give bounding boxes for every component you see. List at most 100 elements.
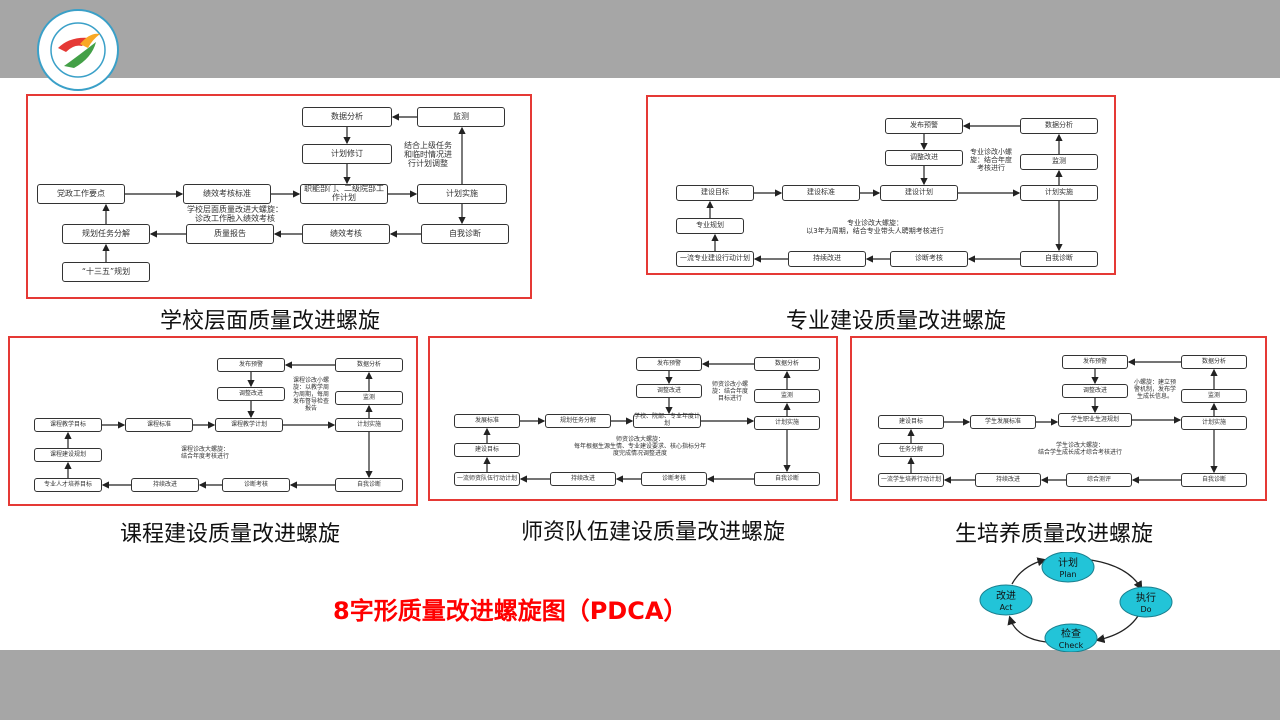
major-box-data-analysis: 数据分析 [1020, 118, 1098, 134]
student-box-action-plan: 一流学生培养行动计划 [878, 473, 944, 487]
school-box-perf-standard: 绩效考核标准 [183, 184, 271, 204]
school-box-five-year: “十三五”规划 [62, 262, 150, 282]
course-box-self-diag: 自我诊断 [335, 478, 403, 492]
course-spiral-caption: 课程建设质量改进螺旋 [120, 522, 341, 547]
major-box-self-diag: 自我诊断 [1020, 251, 1098, 267]
major-spiral-caption: 专业建设质量改进螺旋 [786, 309, 1007, 334]
teacher-box-warning: 发布预警 [636, 357, 702, 371]
major-note-big: 专业诊改大螺旋： 以3年为周期，结合专业带头人聘期考核进行 [806, 219, 944, 236]
course-box-adjust: 调整改进 [217, 387, 285, 401]
pdca-do-cn: 执行 [1136, 591, 1156, 604]
pdca-arrow-do-check [1095, 615, 1139, 644]
school-box-task-decomp: 规划任务分解 [62, 224, 150, 244]
teacher-note-big: 师资诊改大螺旋： 每年根据生源生情、专业建设要求、核心指标分年 度完成情况调整进… [573, 436, 706, 457]
pdca-arrow-check-act [1007, 615, 1047, 643]
school-box-perf-review: 绩效考核 [302, 224, 390, 244]
course-note-big: 课程诊改大螺旋： 结合年度考核进行 [180, 446, 229, 460]
student-box-improve: 持续改进 [975, 473, 1041, 487]
student-box-plan-impl: 计划实施 [1181, 416, 1247, 430]
pdca-check-cn: 检查 [1061, 627, 1081, 640]
student-box-monitor: 监测 [1181, 389, 1247, 403]
teacher-spiral-caption: 师资队伍建设质量改进螺旋 [521, 520, 786, 545]
teacher-box-improve: 持续改进 [550, 472, 616, 486]
student-note-small: 小螺旋：建立预 警机制，发布学 生成长信息。 [1133, 379, 1176, 400]
school-box-dept-plan: 职能部门、二级院部工作计划 [300, 184, 388, 204]
pdca-cycle: 计划 Plan 执行 Do 检查 Check 改进 Act [979, 552, 1173, 652]
student-box-warning: 发布预警 [1062, 355, 1128, 369]
course-box-talent-goal: 专业人才培养目标 [34, 478, 102, 492]
major-box-monitor: 监测 [1020, 154, 1098, 170]
pdca-act-en: Act [1000, 603, 1013, 612]
teacher-box-plan: 学校、院部、专业年度计划 [633, 413, 701, 428]
pdca-do-en: Do [1140, 605, 1151, 614]
student-note-big: 学生诊改大螺旋： 结合学生成长成才综合考核进行 [1037, 442, 1122, 456]
bottom-banner [0, 650, 1280, 720]
major-box-action-plan: 一流专业建设行动计划 [676, 251, 754, 267]
course-box-goal: 课程教学目标 [34, 418, 102, 432]
major-note-small: 专业诊改小螺 旋：结合年度 考核进行 [970, 148, 1012, 173]
major-box-improve: 持续改进 [788, 251, 866, 267]
pdca-plan-cn: 计划 [1058, 556, 1078, 569]
course-box-plan: 课程教学计划 [215, 418, 283, 432]
teacher-box-adjust: 调整改进 [636, 384, 702, 398]
course-box-build-plan: 课程建设规划 [34, 448, 102, 462]
pdca-node-plan: 计划 Plan [1041, 552, 1095, 583]
school-box-data-analysis: 数据分析 [302, 107, 392, 127]
major-box-adjust: 调整改进 [885, 150, 963, 166]
school-box-plan-revise: 计划修订 [302, 144, 392, 164]
main-title: 8字形质量改进螺旋图（PDCA） [333, 597, 688, 625]
course-note-small: 课程诊改小螺 旋：以教学周 为周期，每周 发布督导检查 报告 [292, 377, 329, 412]
top-banner [0, 0, 1280, 78]
school-box-quality-report: 质量报告 [186, 224, 274, 244]
course-box-improve: 持续改进 [131, 478, 199, 492]
teacher-box-action-plan: 一流师资队伍行动计划 [454, 472, 520, 486]
major-box-standard: 建设标准 [782, 185, 860, 201]
student-box-plan: 学生职业生涯规划 [1058, 413, 1132, 427]
student-box-goal: 建设目标 [878, 415, 944, 429]
major-box-plan: 建设计划 [880, 185, 958, 201]
teacher-box-plan-impl: 计划实施 [754, 416, 820, 430]
school-note-big: 学校层面质量改进大螺旋： 诊改工作融入绩效考核 [187, 205, 283, 224]
teacher-box-self-diag: 自我诊断 [754, 472, 820, 486]
major-box-diag-review: 诊断考核 [890, 251, 968, 267]
course-box-plan-impl: 计划实施 [335, 418, 403, 432]
student-box-standard: 学生发展标准 [970, 415, 1036, 429]
student-box-data-analysis: 数据分析 [1181, 355, 1247, 369]
pdca-arrow-act-plan [1011, 557, 1047, 585]
student-box-adjust: 调整改进 [1062, 384, 1128, 398]
student-spiral-caption: 生培养质量改进螺旋 [955, 522, 1154, 547]
teacher-box-task-decomp: 规划任务分解 [545, 414, 611, 428]
major-box-plan-impl: 计划实施 [1020, 185, 1098, 201]
major-box-warning: 发布预警 [885, 118, 963, 134]
pdca-act-cn: 改进 [996, 589, 1016, 602]
course-box-standard: 课程标准 [125, 418, 193, 432]
course-box-warning: 发布预警 [217, 358, 285, 372]
school-logo-icon [37, 9, 119, 91]
pdca-plan-en: Plan [1059, 570, 1076, 579]
student-box-evaluation: 综合测评 [1066, 473, 1132, 487]
teacher-note-small: 师资诊改小螺 旋：结合年度 目标进行 [711, 381, 748, 402]
course-box-monitor: 监测 [335, 391, 403, 405]
pdca-check-en: Check [1059, 641, 1084, 650]
school-box-party-points: 党政工作要点 [37, 184, 125, 204]
pdca-node-do: 执行 Do [1119, 586, 1173, 618]
school-spiral-caption: 学校层面质量改进螺旋 [160, 309, 381, 334]
course-box-diag-review: 诊断考核 [222, 478, 290, 492]
school-box-monitor: 监测 [417, 107, 505, 127]
course-box-data-analysis: 数据分析 [335, 358, 403, 372]
pdca-arrow-plan-do [1090, 559, 1143, 591]
pdca-node-check: 检查 Check [1044, 623, 1098, 652]
major-box-goal: 建设目标 [676, 185, 754, 201]
major-box-major-plan: 专业规划 [676, 218, 744, 234]
teacher-box-goal: 建设目标 [454, 443, 520, 457]
student-box-self-diag: 自我诊断 [1181, 473, 1247, 487]
teacher-box-monitor: 监测 [754, 389, 820, 403]
school-note-small: 结合上级任务 和临时情况进 行计划调整 [404, 141, 452, 169]
teacher-box-data-analysis: 数据分析 [754, 357, 820, 371]
student-box-task-decomp: 任务分解 [878, 443, 944, 457]
teacher-box-diag-review: 诊断考核 [641, 472, 707, 486]
school-box-plan-impl: 计划实施 [417, 184, 507, 204]
school-box-self-diag: 自我诊断 [421, 224, 509, 244]
pdca-node-act: 改进 Act [979, 584, 1033, 616]
